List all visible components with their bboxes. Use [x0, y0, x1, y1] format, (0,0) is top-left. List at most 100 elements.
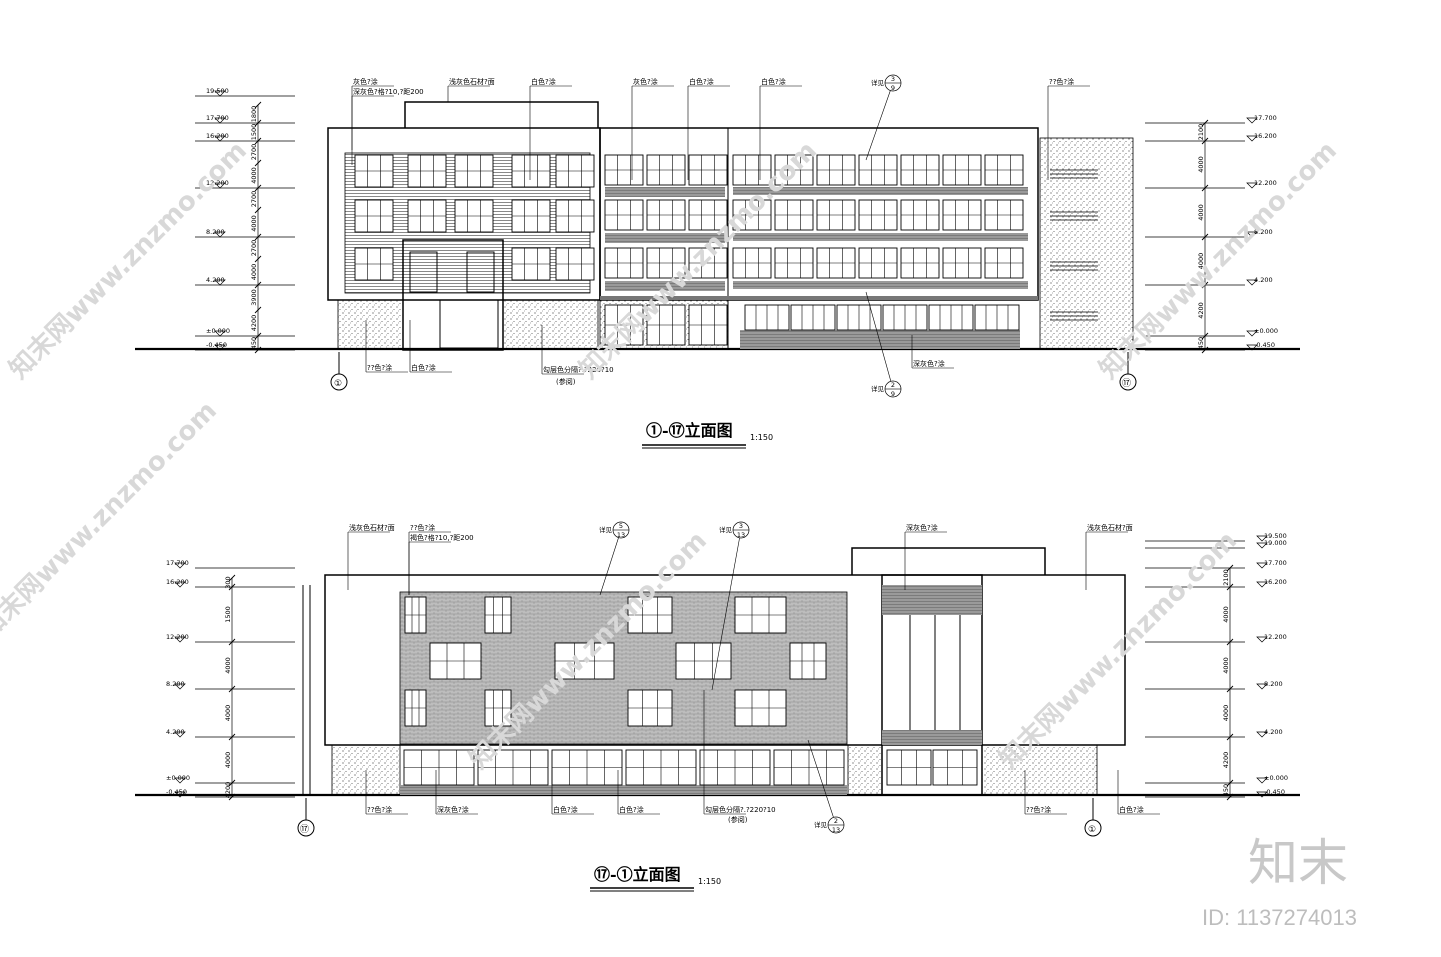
elevation-bottom-scale: 1:150 [698, 877, 721, 886]
note-bottom: 深灰色?涂 [913, 359, 945, 368]
level-label-bottom-right: 8.200 [1264, 680, 1283, 688]
dimension-label-bottom-left: 4000 [224, 657, 232, 674]
note-top: 白色?涂 [761, 77, 786, 86]
dimension-tick [1226, 793, 1234, 801]
dimension-label-bottom-left: 300 [224, 576, 232, 588]
note-top: 白色?涂 [689, 77, 714, 86]
dimension-tick [1201, 346, 1209, 354]
level-label-bottom-right: ±0.000 [1264, 774, 1288, 782]
level-marker [214, 135, 226, 142]
dimension-tick [228, 583, 236, 591]
level-marker [1256, 562, 1268, 569]
detail-callout-bottom: 13 [617, 531, 625, 539]
level-label-bottom-left: ±0.000 [166, 774, 190, 782]
level-marker [1246, 330, 1258, 337]
dimension-tick [254, 346, 262, 354]
dimension-tick [254, 255, 262, 263]
brand-watermark: 知末 [1248, 834, 1348, 892]
note-top: 深灰色?涂 [906, 523, 938, 532]
elevation-top-scale: 1:150 [750, 433, 773, 442]
dimension-label-top-left: 2700 [250, 191, 258, 208]
dimension-label-top-right: 4000 [1197, 253, 1205, 270]
dimension-label-bottom-right: 450 [1222, 784, 1230, 796]
level-label-top-left: 12.200 [206, 179, 229, 187]
detail-callout-bottom: 13 [832, 826, 840, 834]
note-bottom: 白色?涂 [411, 363, 436, 372]
dimension-tick [254, 206, 262, 214]
dimension-tick [254, 332, 262, 340]
dimension-label-top-left: 4200 [250, 315, 258, 332]
dimension-label-top-left: 2700 [250, 144, 258, 161]
level-marker [214, 182, 226, 189]
watermark-text: 知末网www.znzmo.com [0, 396, 223, 645]
dimension-tick [254, 119, 262, 127]
note-bottom: 白色?涂 [619, 805, 644, 814]
dimension-label-top-right: 4200 [1197, 302, 1205, 319]
note-top: 灰色?涂 [633, 77, 658, 86]
level-marker [174, 731, 186, 738]
dimension-tick [1226, 685, 1234, 693]
level-marker [1246, 279, 1258, 286]
dimension-label-top-left: 1500 [250, 124, 258, 141]
level-label-top-right: 16.200 [1254, 132, 1277, 140]
dimension-label-bottom-right: 4000 [1222, 705, 1230, 722]
dimension-tick [254, 306, 262, 314]
level-marker [1256, 542, 1268, 549]
level-marker [214, 231, 226, 238]
level-marker [1256, 731, 1268, 738]
note-top: 浅灰色石材?面 [349, 523, 395, 532]
dimension-tick [1226, 564, 1234, 572]
dimension-tick [1201, 233, 1209, 241]
elevation-bottom-title: ⑰-①立面图 [594, 865, 681, 884]
detail-callout-top: 详见 [871, 78, 885, 87]
elevation-top-title: ①-⑰立面图 [646, 421, 733, 440]
axis-bottom-right: ① [1088, 825, 1096, 835]
note-top: 褐色?格?10,?距200 [410, 533, 474, 542]
note-bottom: (参阅) [556, 377, 576, 386]
detail-callout-bottom: 详见 [599, 525, 613, 534]
level-marker [1246, 117, 1258, 124]
level-label-bottom-left: -0.450 [166, 788, 187, 796]
level-marker [1256, 535, 1268, 542]
level-marker [1246, 344, 1258, 351]
level-marker [174, 581, 186, 588]
detail-callout-top: 详见 [871, 384, 885, 393]
level-label-bottom-right: -0.450 [1264, 788, 1285, 796]
level-label-bottom-right: 19.000 [1264, 539, 1287, 547]
detail-callout-bottom: 3 [739, 522, 743, 530]
level-label-bottom-right: 4.200 [1264, 728, 1283, 736]
level-marker [1256, 636, 1268, 643]
dimension-label-bottom-left: 4000 [224, 752, 232, 769]
level-label-bottom-left: 4.200 [166, 728, 185, 736]
level-label-bottom-left: 17.700 [166, 559, 189, 567]
note-bottom: 勾层色分隔?.?220?10 [543, 365, 614, 374]
watermark-text: 知末网www.znzmo.com [994, 526, 1243, 775]
dimension-tick [1201, 184, 1209, 192]
note-bottom: (参阅) [728, 815, 748, 824]
note-bottom: 白色?涂 [553, 805, 578, 814]
axis-bottom-left: ⑰ [300, 824, 309, 835]
dimension-tick [228, 779, 236, 787]
axis-top-right: ⑰ [1122, 378, 1131, 389]
dimension-tick [1226, 638, 1234, 646]
level-label-top-left: 4.200 [206, 276, 225, 284]
level-marker [1246, 182, 1258, 189]
level-marker [1256, 683, 1268, 690]
dimension-tick [254, 184, 262, 192]
dimension-label-top-right: 4000 [1197, 204, 1205, 221]
level-marker [1256, 581, 1268, 588]
note-bottom: ??色?涂 [367, 805, 392, 814]
level-marker [1256, 777, 1268, 784]
level-marker [214, 279, 226, 286]
level-label-top-right: 17.700 [1254, 114, 1277, 122]
dimension-tick [254, 233, 262, 241]
dimension-tick [254, 101, 262, 109]
dimension-label-bottom-left: 4000 [224, 705, 232, 722]
dimension-tick [228, 638, 236, 646]
detail-callout-top: 2 [891, 381, 895, 389]
dimension-tick [1226, 779, 1234, 787]
level-marker [1246, 231, 1258, 238]
dimension-tick [228, 793, 236, 801]
level-label-top-right: 12.200 [1254, 179, 1277, 187]
dimension-tick [254, 159, 262, 167]
